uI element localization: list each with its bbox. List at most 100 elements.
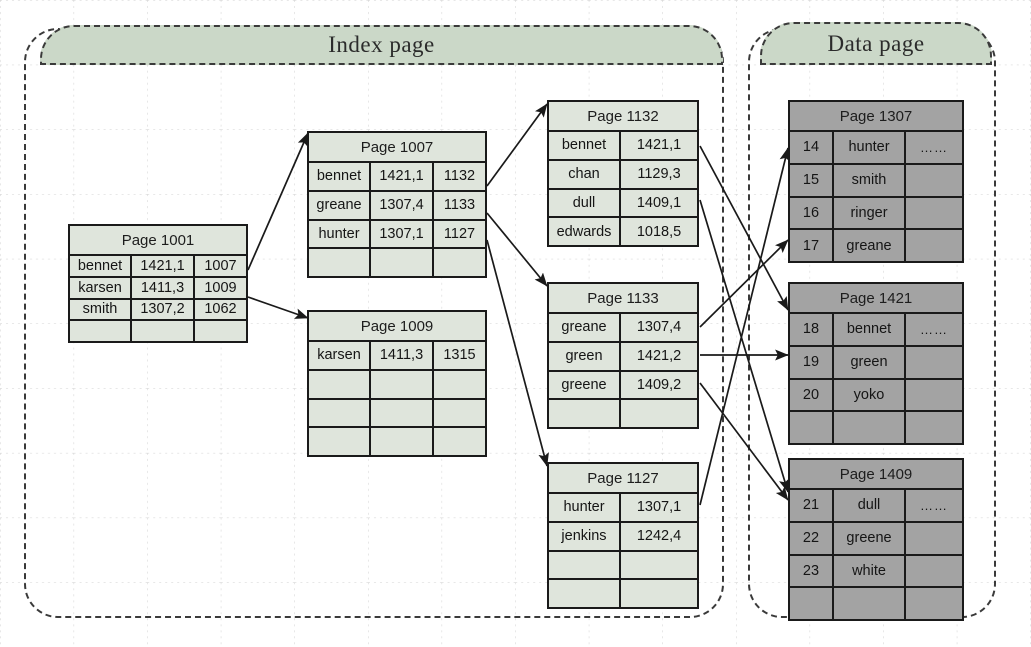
table-row-empty[interactable] xyxy=(549,551,697,581)
key-cell xyxy=(70,321,132,341)
page-1127-title: Page 1127 xyxy=(549,464,697,494)
table-row[interactable]: hunter 1307,1 1127 xyxy=(309,220,485,250)
table-row[interactable]: jenkins 1242,4 xyxy=(549,522,697,552)
table-row[interactable]: smith 1307,2 1062 xyxy=(70,299,246,322)
rowid-cell xyxy=(132,321,195,341)
page-1009[interactable]: Page 1009 karsen 1411,3 1315 xyxy=(307,310,487,457)
page-1132[interactable]: Page 1132 bennet 1421,1 chan 1129,3 dull… xyxy=(547,100,699,247)
rowid-cell: 20 xyxy=(790,379,834,411)
rowid-cell: 1307,2 xyxy=(132,299,195,320)
table-row[interactable]: greene 1409,2 xyxy=(549,371,697,401)
name-cell: greene xyxy=(834,522,906,554)
rowid-cell: 1411,3 xyxy=(132,277,195,298)
table-row[interactable]: edwards 1018,5 xyxy=(549,218,697,245)
table-row-empty[interactable] xyxy=(549,580,697,607)
pointer-cell xyxy=(434,428,485,455)
table-row[interactable]: 18 bennet …… xyxy=(790,314,962,347)
table-row[interactable]: bennet 1421,1 xyxy=(549,132,697,161)
page-1001-title: Page 1001 xyxy=(70,226,246,256)
table-row[interactable]: 23 white xyxy=(790,555,962,589)
table-row-empty[interactable] xyxy=(790,588,962,619)
table-row[interactable]: dull 1409,1 xyxy=(549,189,697,219)
table-row[interactable]: greane 1307,4 1133 xyxy=(309,191,485,221)
page-1133-title: Page 1133 xyxy=(549,284,697,314)
key-cell: karsen xyxy=(309,342,371,369)
pointer-cell xyxy=(434,371,485,398)
key-cell xyxy=(309,249,371,276)
pointer-cell xyxy=(434,400,485,427)
page-1127[interactable]: Page 1127 hunter 1307,1 jenkins 1242,4 xyxy=(547,462,699,609)
table-row[interactable]: greane 1307,4 xyxy=(549,314,697,343)
name-cell xyxy=(834,412,906,443)
name-cell xyxy=(834,588,906,619)
table-row[interactable]: 16 ringer xyxy=(790,197,962,231)
page-1421[interactable]: Page 1421 18 bennet …… 19 green 20 yoko xyxy=(788,282,964,445)
table-row-empty[interactable] xyxy=(549,400,697,427)
rowid-cell: 15 xyxy=(790,164,834,196)
page-1307[interactable]: Page 1307 14 hunter …… 15 smith 16 ringe… xyxy=(788,100,964,263)
ellipsis-cell: …… xyxy=(920,321,948,337)
table-row[interactable]: bennet 1421,1 1132 xyxy=(309,163,485,192)
name-cell: bennet xyxy=(834,314,906,345)
key-cell xyxy=(549,551,621,579)
pointer-cell xyxy=(195,321,246,341)
page-1007[interactable]: Page 1007 bennet 1421,1 1132 greane 1307… xyxy=(307,131,487,278)
table-row[interactable]: 19 green xyxy=(790,346,962,380)
table-row-empty[interactable] xyxy=(309,249,485,276)
page-1409[interactable]: Page 1409 21 dull …… 22 greene 23 white xyxy=(788,458,964,621)
key-cell: edwards xyxy=(549,218,621,245)
table-row[interactable]: 17 greane xyxy=(790,230,962,261)
rowid-cell: 1307,4 xyxy=(371,191,434,219)
page-1307-title: Page 1307 xyxy=(790,102,962,132)
ellipsis-cell xyxy=(906,412,962,443)
table-row[interactable]: 20 yoko xyxy=(790,379,962,413)
pointer-cell: 1007 xyxy=(204,257,237,274)
table-row[interactable]: hunter 1307,1 xyxy=(549,494,697,523)
table-row[interactable]: karsen 1411,3 1315 xyxy=(309,342,485,371)
page-1001[interactable]: Page 1001 bennet 1421,1 1007 karsen 1411… xyxy=(68,224,248,343)
ellipsis-cell xyxy=(906,556,962,587)
rowid-cell: 1307,1 xyxy=(371,220,434,248)
table-row[interactable]: chan 1129,3 xyxy=(549,160,697,190)
name-cell: dull xyxy=(834,490,906,521)
page-1009-title: Page 1009 xyxy=(309,312,485,342)
rowid-cell: 1411,3 xyxy=(371,342,434,369)
ellipsis-cell: …… xyxy=(920,497,948,513)
table-row[interactable]: 15 smith xyxy=(790,164,962,198)
ellipsis-cell xyxy=(906,198,962,229)
rowid-cell: 1409,2 xyxy=(636,376,682,393)
page-1132-title: Page 1132 xyxy=(549,102,697,132)
key-cell: greane xyxy=(549,314,621,341)
table-row[interactable]: 22 greene xyxy=(790,522,962,556)
ellipsis-cell xyxy=(906,347,962,378)
page-1133[interactable]: Page 1133 greane 1307,4 green 1421,2 gre… xyxy=(547,282,699,429)
table-row[interactable]: 21 dull …… xyxy=(790,490,962,523)
name-cell: hunter xyxy=(834,132,906,163)
ellipsis-cell: …… xyxy=(920,139,948,155)
table-row-empty[interactable] xyxy=(309,428,485,455)
page-1409-title: Page 1409 xyxy=(790,460,962,490)
rowid-cell: 1421,1 xyxy=(636,137,682,154)
rowid-cell: 17 xyxy=(790,230,834,261)
pointer-cell: 1127 xyxy=(443,225,476,242)
key-cell xyxy=(549,580,621,607)
table-row-empty[interactable] xyxy=(790,412,962,443)
rowid-cell: 19 xyxy=(790,346,834,378)
table-row[interactable]: green 1421,2 xyxy=(549,342,697,372)
index-page-banner: Index page xyxy=(40,25,723,65)
table-row[interactable]: karsen 1411,3 1009 xyxy=(70,277,246,300)
key-cell: hunter xyxy=(309,220,371,248)
pointer-cell: 1133 xyxy=(443,197,476,214)
rowid-cell xyxy=(371,249,434,276)
rowid-cell: 16 xyxy=(790,197,834,229)
name-cell: greane xyxy=(834,230,906,261)
rowid-cell xyxy=(790,588,834,619)
table-row[interactable]: bennet 1421,1 1007 xyxy=(70,256,246,278)
table-row-empty[interactable] xyxy=(309,399,485,429)
table-row[interactable]: 14 hunter …… xyxy=(790,132,962,165)
rowid-cell xyxy=(371,399,434,427)
table-row-empty[interactable] xyxy=(309,370,485,400)
pointer-cell: 1009 xyxy=(204,279,237,296)
table-row-empty[interactable] xyxy=(70,321,246,341)
key-cell: chan xyxy=(549,160,621,188)
